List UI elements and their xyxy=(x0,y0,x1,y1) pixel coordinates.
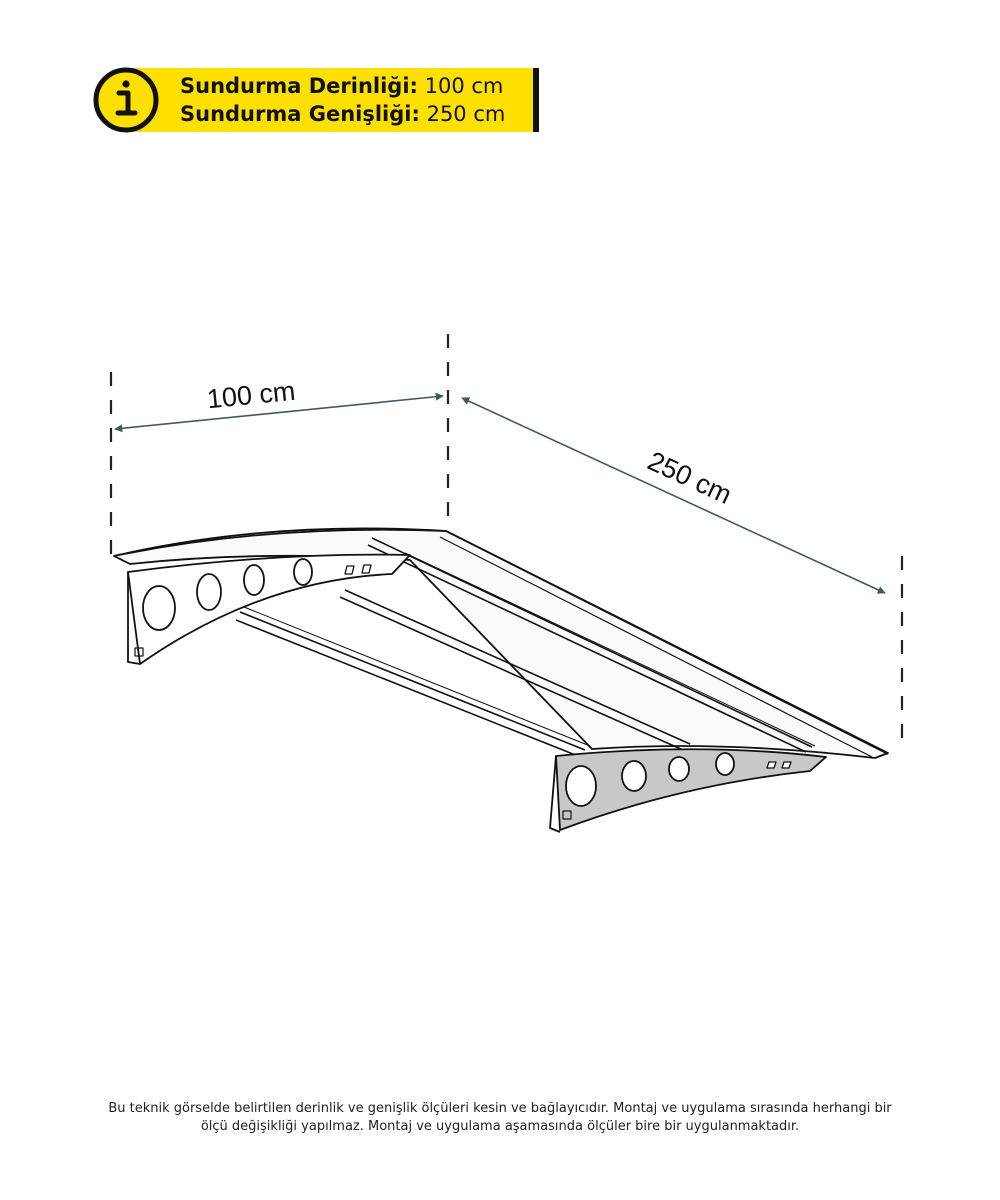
depth-label: Sundurma Derinliği: xyxy=(180,74,418,98)
depth-value: 100 cm xyxy=(424,74,504,98)
disclaimer-line-2: ölçü değişikliği yapılmaz. Montaj ve uyg… xyxy=(200,1119,800,1134)
depth-dimension-line xyxy=(114,392,444,433)
bracket-hole xyxy=(715,752,735,776)
bracket-hole xyxy=(621,760,647,792)
rail-back xyxy=(367,537,816,753)
bracket-hole xyxy=(668,756,690,782)
width-label: Sundurma Genişliği: xyxy=(180,102,420,126)
depth-dimension-label: 100 cm xyxy=(206,376,297,415)
bracket-left xyxy=(127,553,411,665)
info-banner: Sundurma Derinliği: 100 cm Sundurma Geni… xyxy=(92,66,542,134)
info-banner-background xyxy=(130,68,533,132)
info-text: Sundurma Derinliği: 100 cm Sundurma Geni… xyxy=(180,72,505,128)
width-dimension-label: 250 cm xyxy=(643,446,736,510)
rail-front xyxy=(235,606,591,757)
width-spec: Sundurma Genişliği: 250 cm xyxy=(180,100,505,128)
bracket-left-slots xyxy=(344,564,372,575)
info-icon xyxy=(93,67,159,133)
bracket-hole xyxy=(142,585,176,631)
bracket-hole xyxy=(243,564,265,596)
bracket-hole xyxy=(565,765,597,807)
bracket-right-slots xyxy=(766,761,792,769)
canopy-roof-panel xyxy=(113,527,889,759)
bracket-hole xyxy=(196,573,222,611)
width-dimension-line xyxy=(461,397,886,594)
bracket-left-holes xyxy=(142,558,313,631)
bracket-right xyxy=(549,748,827,833)
dimension-lines xyxy=(114,392,886,594)
disclaimer-line-1: Bu teknik görselde belirtilen derinlik v… xyxy=(108,1101,892,1116)
width-value: 250 cm xyxy=(426,102,506,126)
rail-middle xyxy=(339,589,691,751)
disclaimer-footnote: Bu teknik görselde belirtilen derinlik v… xyxy=(60,1100,940,1136)
brand-logo-icon xyxy=(562,810,572,820)
rails xyxy=(235,537,816,757)
bracket-right-holes xyxy=(565,752,735,807)
info-banner-accent-bar xyxy=(533,68,539,132)
extension-lines xyxy=(109,334,904,740)
brand-logo-icon xyxy=(134,647,144,657)
depth-spec: Sundurma Derinliği: 100 cm xyxy=(180,72,505,100)
bracket-hole xyxy=(293,558,313,586)
